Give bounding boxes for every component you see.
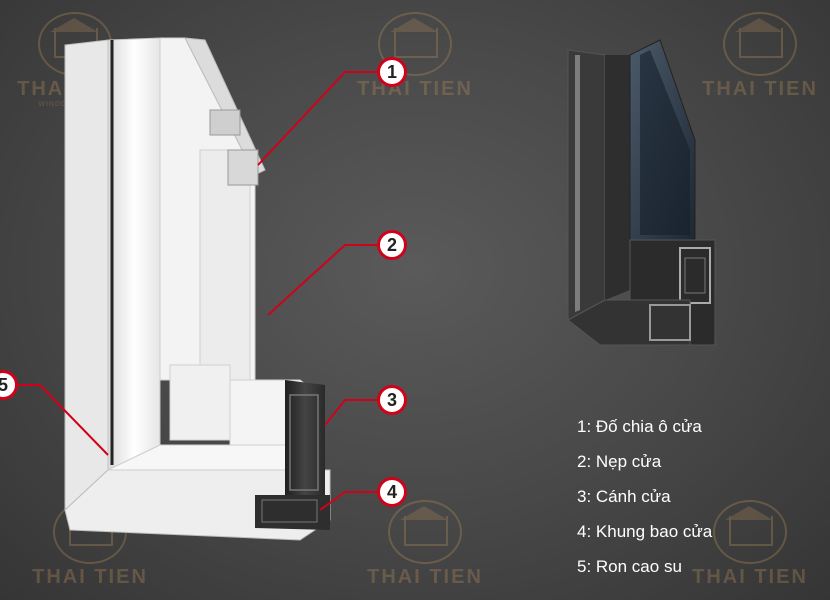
watermark-logo-bottom-center: THAI TIEN <box>355 500 495 589</box>
window-profile-diagram <box>18 37 716 541</box>
leader-line-1 <box>257 71 378 166</box>
watermark-logo-top-right: THAI TIEN <box>690 12 830 101</box>
leader-line-5 <box>18 384 109 456</box>
legend-item-2: 2: Nẹp cửa <box>577 452 662 471</box>
house-logo-icon <box>723 12 797 76</box>
callout-4: 4 <box>377 477 407 507</box>
legend-item-3: 3: Cánh cửa <box>577 487 671 506</box>
callout-3: 3 <box>377 385 407 415</box>
house-logo-icon <box>388 500 462 564</box>
callout-1: 1 <box>377 57 407 87</box>
legend-item-1: 1: Đố chia ô cửa <box>577 417 702 436</box>
parts-legend: 1: Đố chia ô cửa 2: Nẹp cửa 3: Cánh cửa … <box>577 415 712 590</box>
dark-aluminium-profile <box>567 39 716 346</box>
legend-item-5: 5: Ron cao su <box>577 557 682 576</box>
leader-line-2 <box>267 244 378 316</box>
white-door-profile <box>64 37 331 541</box>
house-logo-icon <box>378 12 452 76</box>
house-logo-icon <box>713 500 787 564</box>
watermark-logo-bottom-right: THAI TIEN <box>680 500 820 589</box>
leader-line-3 <box>324 399 378 426</box>
leader-lines <box>18 71 378 511</box>
leader-line-4 <box>319 491 378 511</box>
callout-5: 5 <box>0 370 18 400</box>
callout-2: 2 <box>377 230 407 260</box>
legend-item-4: 4: Khung bao cửa <box>577 522 713 541</box>
